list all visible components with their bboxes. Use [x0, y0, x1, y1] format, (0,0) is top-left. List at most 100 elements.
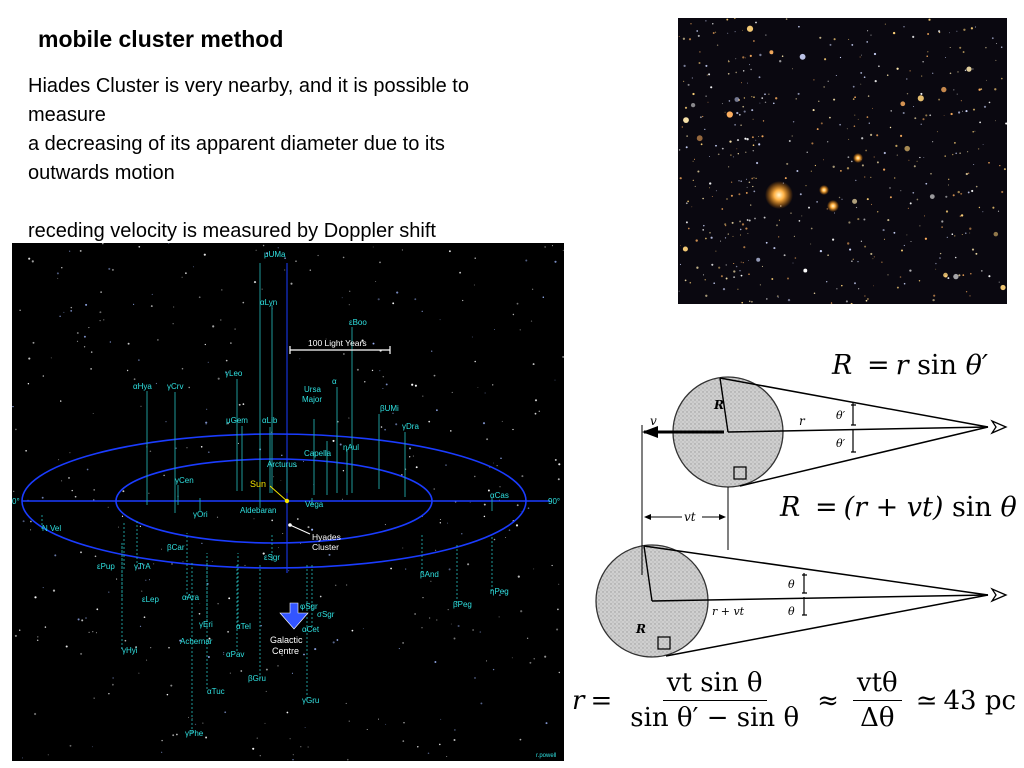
star-dot — [168, 646, 170, 649]
body-line: a decreasing of its apparent diameter du… — [28, 133, 445, 155]
star-label: μGem — [226, 416, 248, 425]
star-dot — [139, 625, 142, 627]
star-dot — [103, 319, 105, 321]
star-dot — [771, 278, 774, 280]
star-dot — [721, 147, 724, 150]
star-dot — [949, 32, 950, 34]
star-dot — [138, 672, 140, 674]
star-dot — [479, 631, 482, 633]
star-dot — [745, 191, 748, 194]
eq-function: sin — [952, 492, 992, 523]
star-dot — [15, 428, 17, 431]
star-dot — [820, 122, 823, 125]
star-dot — [262, 552, 265, 555]
star-dot — [778, 219, 780, 221]
star-label: αLyn — [260, 298, 277, 307]
star-dot — [474, 475, 476, 478]
star-dot — [955, 152, 958, 155]
star-dot — [823, 159, 824, 161]
star-dot — [873, 156, 875, 158]
star-dot — [185, 272, 187, 275]
star-dot — [12, 405, 14, 408]
star-dot — [375, 281, 377, 282]
star-dot — [870, 133, 873, 136]
star-dot — [941, 86, 947, 93]
star-dot — [32, 341, 35, 344]
star-dot — [836, 288, 838, 290]
star-dot — [86, 468, 89, 471]
label-R-near: R — [713, 398, 724, 412]
star-dot — [37, 636, 39, 638]
star-dot — [295, 260, 297, 262]
eq-operator: ≈ — [817, 685, 839, 716]
star-dot — [205, 423, 207, 425]
star-dot — [281, 654, 283, 656]
star-dot — [334, 584, 337, 587]
star-dot — [741, 301, 744, 304]
star-dot — [545, 722, 548, 725]
star-dot — [81, 619, 84, 622]
star-dot — [702, 115, 704, 118]
star-dot — [872, 107, 873, 109]
star-dot — [212, 325, 215, 328]
star-dot — [697, 34, 700, 37]
star-dot — [886, 74, 889, 76]
star-dot — [877, 211, 879, 213]
star-dot — [927, 33, 930, 35]
eq-symbol: r — [895, 350, 909, 381]
star-dot — [814, 164, 816, 167]
star-dot — [926, 55, 928, 57]
eq-function: sin — [917, 350, 957, 381]
star-dot — [292, 754, 294, 756]
star-dot — [873, 285, 875, 287]
observer-eye-icon — [990, 419, 1008, 435]
star-dot — [96, 608, 99, 611]
star-dot — [13, 490, 15, 493]
star-label: εSgr — [264, 553, 280, 562]
star-dot — [408, 447, 412, 450]
star-dot — [907, 207, 909, 209]
star-dot — [554, 379, 556, 381]
star-dot — [244, 564, 246, 566]
star-dot — [720, 240, 722, 242]
star-dot — [720, 275, 723, 278]
star-dot — [954, 235, 956, 237]
star-dot — [533, 568, 535, 570]
star-dot — [950, 112, 953, 116]
star-dot — [714, 31, 717, 33]
star-dot — [483, 515, 486, 518]
star-dot — [223, 653, 225, 655]
star-dot — [959, 46, 962, 49]
star-dot — [414, 613, 416, 615]
star-dot — [854, 96, 856, 99]
bright-star — [853, 153, 863, 163]
star-dot — [252, 747, 255, 750]
star-dot — [718, 266, 721, 269]
star-dot — [137, 567, 140, 570]
star-dot — [753, 177, 755, 179]
star-label: εLep — [142, 595, 159, 604]
star-dot — [273, 476, 275, 478]
star-dot — [925, 114, 928, 117]
star-dot — [742, 29, 743, 31]
star-dot — [332, 439, 335, 442]
star-dot — [411, 383, 414, 386]
star-dot — [379, 370, 381, 372]
star-dot — [682, 246, 688, 252]
star-dot — [163, 474, 165, 477]
star-dot — [112, 683, 114, 686]
star-dot — [342, 470, 345, 472]
star-dot — [944, 56, 947, 59]
star-dot — [256, 737, 258, 739]
star-dot — [739, 270, 741, 272]
star-dot — [763, 216, 766, 219]
star-dot — [928, 18, 931, 21]
star-dot — [852, 85, 855, 88]
star-dot — [881, 261, 883, 263]
star-dot — [30, 520, 32, 523]
star-dot — [727, 233, 729, 235]
star-dot — [895, 144, 898, 148]
star-dot — [508, 529, 511, 531]
star-dot — [356, 368, 359, 371]
star-dot — [982, 144, 984, 145]
